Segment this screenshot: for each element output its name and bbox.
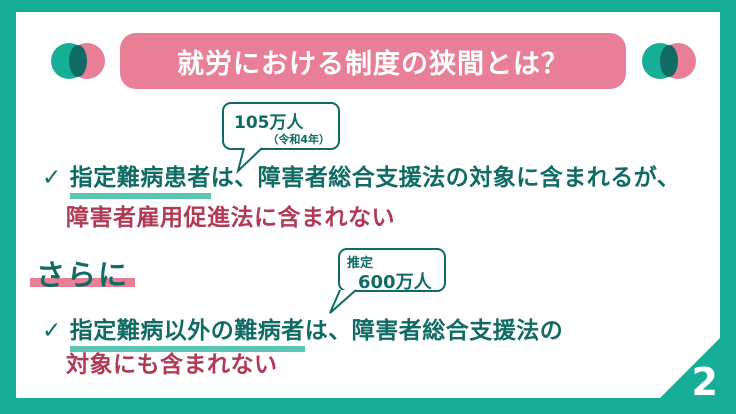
point1-rest: は、障害者総合支援法の対象に含まれるが、 xyxy=(210,165,681,191)
check-icon: ✓ xyxy=(42,318,62,344)
point1-subject: 指定難病患者 xyxy=(69,158,211,199)
venn-circles-icon xyxy=(642,43,696,79)
bubble-label: 推定 xyxy=(347,256,374,271)
point2-line1: ✓ 指定難病以外の難病者は、障害者総合支援法の xyxy=(42,311,564,352)
bubble-value: 600万人 xyxy=(358,272,432,293)
furthermore-heading: さらに xyxy=(36,258,130,292)
bubble-note: （令和4年） xyxy=(267,133,330,146)
callout-bubble-105man: 105万人 （令和4年） xyxy=(222,102,340,150)
point2-subject: 指定難病以外の難病者 xyxy=(69,311,305,352)
point2-rest: は、障害者総合支援法の xyxy=(304,318,564,344)
page-number: 2 xyxy=(691,360,718,404)
furthermore-highlight xyxy=(30,278,135,287)
bubble-tail xyxy=(236,147,263,175)
check-icon: ✓ xyxy=(42,165,62,191)
slide-title: 就労における制度の狭間とは？ xyxy=(120,33,626,89)
bubble-value: 105万人 xyxy=(234,113,304,133)
point1-line2: 障害者雇用促進法に含まれない xyxy=(66,205,395,231)
venn-circles-icon xyxy=(51,43,105,79)
point2-line2: 対象にも含まれない xyxy=(66,352,278,378)
callout-bubble-600man: 推定 600万人 xyxy=(338,248,446,293)
bubble-tail xyxy=(329,289,357,314)
slide-title-text: 就労における制度の狭間とは？ xyxy=(177,48,569,80)
point1-line1: ✓ 指定難病患者は、障害者総合支援法の対象に含まれるが、 xyxy=(42,158,681,199)
